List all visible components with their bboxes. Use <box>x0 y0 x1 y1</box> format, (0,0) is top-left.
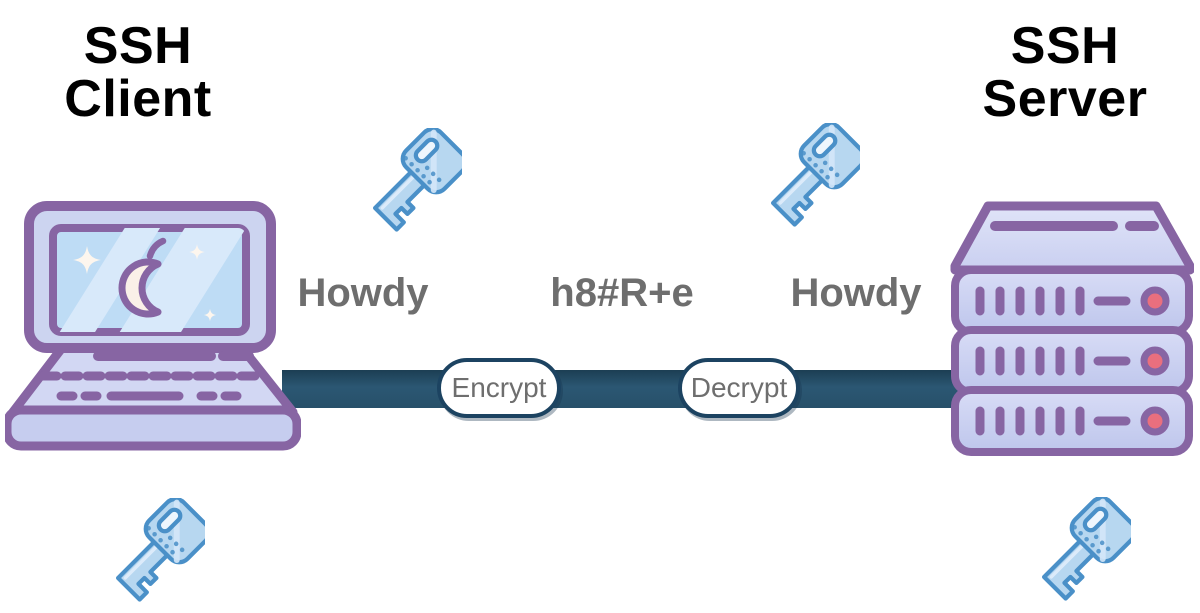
ssh-client-title-line2: Client <box>64 70 212 128</box>
encrypted-channel-line <box>282 370 958 408</box>
apple-logo-icon <box>118 237 167 318</box>
screen-glare <box>53 228 246 332</box>
laptop-keyboard <box>38 351 260 401</box>
ssh-server-title-line1: SSH <box>1010 17 1120 75</box>
encryption-key-icon <box>95 498 205 608</box>
laptop-base <box>5 405 301 451</box>
server-stack-icon <box>950 201 1194 456</box>
ciphertext-message: h8#R+e <box>550 271 694 315</box>
encrypt-step-label: Encrypt <box>451 372 547 403</box>
encryption-key-icon <box>352 128 462 238</box>
plaintext-message-right: Howdy <box>790 271 922 315</box>
decrypt-step-label: Decrypt <box>690 372 788 403</box>
encryption-key-icon <box>1021 497 1131 607</box>
encrypt-step-pill: Encrypt <box>437 358 561 418</box>
ssh-client-title-line1: SSH <box>83 17 193 75</box>
plaintext-message-left: Howdy <box>297 271 429 315</box>
encryption-key-icon <box>750 123 860 233</box>
sparkle-icon <box>73 244 217 322</box>
ssh-server-title-line2: Server <box>982 70 1148 128</box>
ssh-server-title: SSH Server <box>940 20 1190 126</box>
laptop-icon <box>5 201 301 451</box>
decrypt-step-pill: Decrypt <box>678 358 800 418</box>
power-led-icon <box>1140 286 1170 436</box>
ssh-client-title: SSH Client <box>13 20 263 126</box>
server-rack-units <box>951 266 1193 456</box>
server-top-cap <box>950 201 1194 275</box>
